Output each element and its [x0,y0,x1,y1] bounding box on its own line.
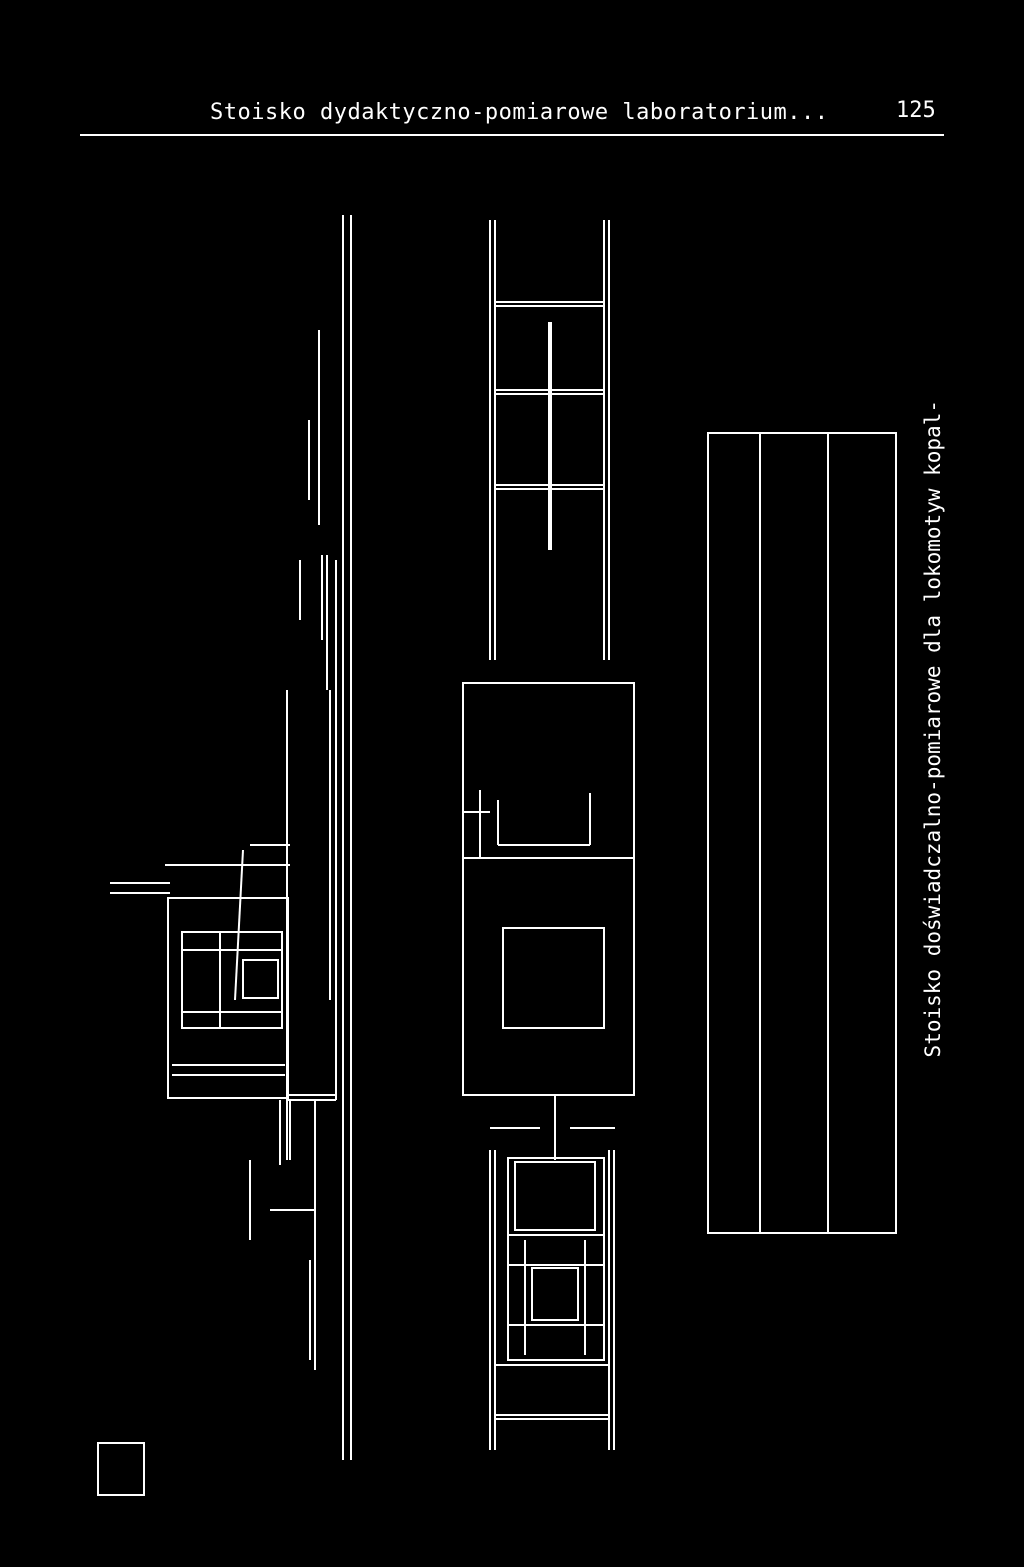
corner-box [97,1442,145,1496]
figure-caption: Stoisko doświadczalno-pomiarowe dla loko… [921,400,961,1170]
right-panel-frame [707,432,897,1234]
left-machine-assembly [110,690,336,1370]
page-number: 125 [896,98,936,123]
figure-caption-text: Stoisko doświadczalno-pomiarowe dla loko… [921,400,945,1058]
page-header: Stoisko dydaktyczno-pomiarowe laboratori… [0,0,1024,140]
lower-bogie [489,1150,615,1450]
running-title: Stoisko dydaktyczno-pomiarowe laboratori… [210,100,829,125]
upper-track [489,220,610,660]
rail-lines-left [299,215,352,1460]
central-unit [462,682,635,1160]
header-rule [80,134,944,136]
